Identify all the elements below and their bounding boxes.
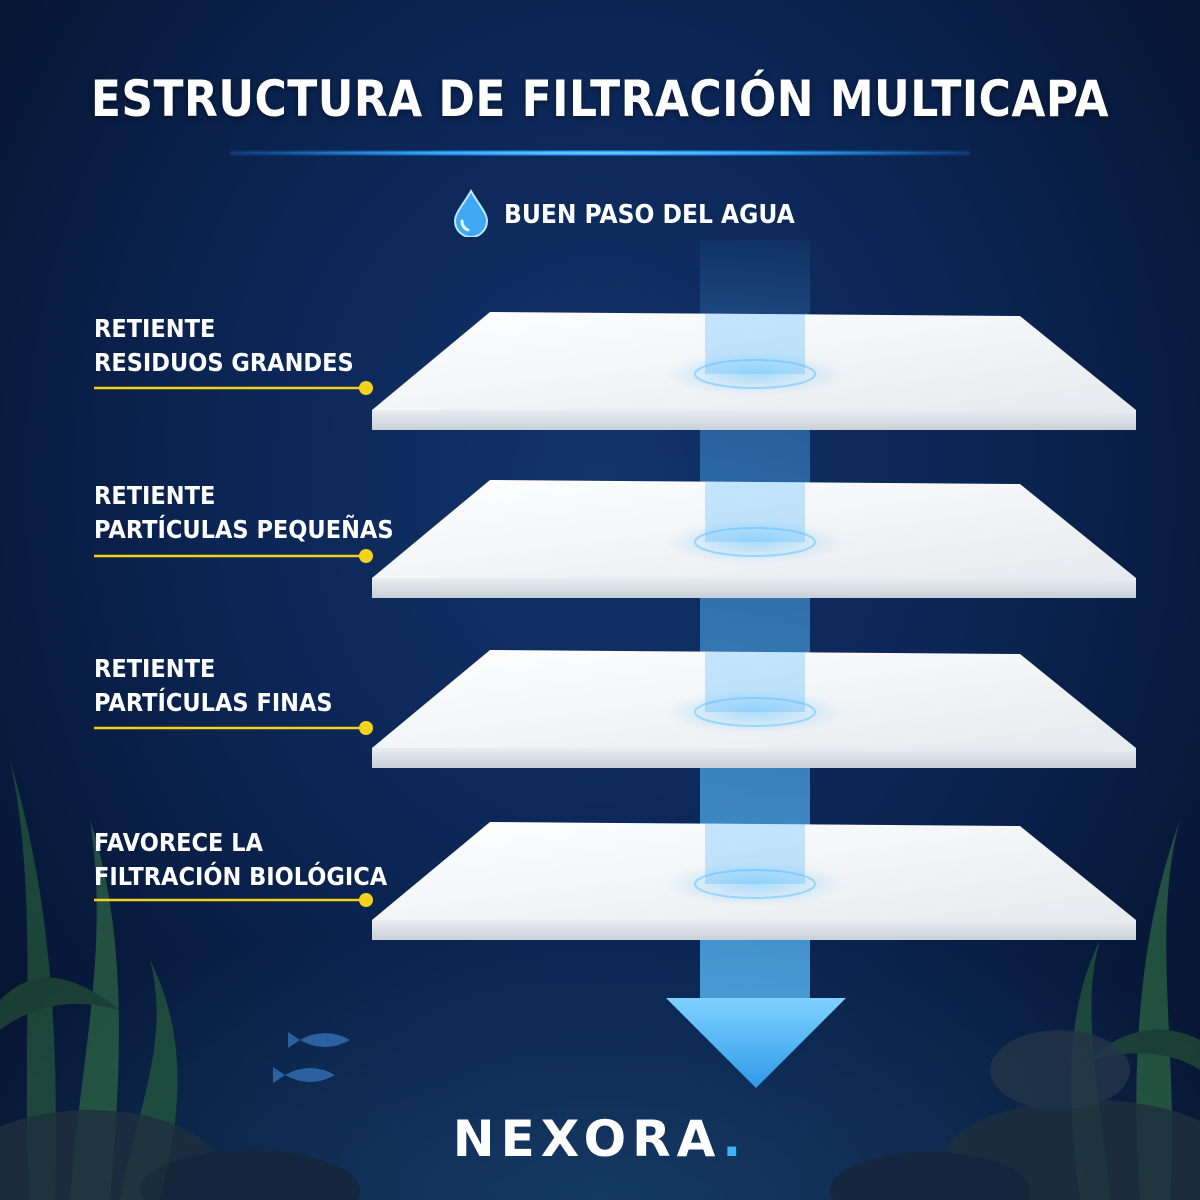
filter-pad-2 bbox=[372, 480, 1136, 598]
layer-label-1-line1: RETIENTE bbox=[94, 314, 216, 343]
flow-arrow-icon bbox=[666, 998, 846, 1088]
filter-pad-3 bbox=[372, 650, 1136, 768]
brand-name: NEXORA bbox=[452, 1110, 723, 1168]
water-flow-text: BUEN PASO DEL AGUA bbox=[504, 200, 795, 230]
layer-label-3: RETIENTE PARTÍCULAS FINAS bbox=[94, 652, 333, 720]
layer-label-2-line2: PARTÍCULAS PEQUEÑAS bbox=[94, 515, 394, 544]
water-stream-overlay bbox=[705, 482, 805, 542]
layer-pointers bbox=[94, 381, 373, 907]
layer-label-2-line1: RETIENTE bbox=[94, 481, 216, 510]
layer-label-4-line2: FILTRACIÓN BIOLÓGICA bbox=[94, 862, 388, 891]
layer-label-4-line1: FAVORECE LA bbox=[94, 828, 263, 857]
layer-label-1: RETIENTE RESIDUOS GRANDES bbox=[94, 312, 354, 380]
water-drop-icon bbox=[452, 188, 490, 242]
filter-pad-4 bbox=[372, 822, 1136, 940]
aquarium-plant-left bbox=[0, 760, 178, 1200]
water-flow-label: BUEN PASO DEL AGUA bbox=[452, 188, 827, 242]
page-title: ESTRUCTURA DE FILTRACIÓN MULTICAPA bbox=[90, 70, 1110, 128]
pointer-dot-1 bbox=[359, 381, 373, 395]
water-stream-overlay bbox=[705, 824, 805, 884]
layer-label-1-line2: RESIDUOS GRANDES bbox=[94, 348, 354, 377]
layer-label-3-line2: PARTÍCULAS FINAS bbox=[94, 688, 333, 717]
layer-label-2: RETIENTE PARTÍCULAS PEQUEÑAS bbox=[94, 479, 394, 547]
pointer-dot-4 bbox=[359, 893, 373, 907]
water-stream-overlay bbox=[705, 314, 805, 374]
pointer-dot-2 bbox=[359, 549, 373, 563]
aquarium-rocks bbox=[0, 1030, 1200, 1200]
brand-dot: . bbox=[722, 1110, 748, 1168]
fish-icon bbox=[273, 1032, 350, 1083]
layer-label-4: FAVORECE LA FILTRACIÓN BIOLÓGICA bbox=[94, 826, 387, 894]
title-underline bbox=[230, 150, 970, 156]
layer-label-3-line1: RETIENTE bbox=[94, 654, 216, 683]
water-stream-overlay bbox=[705, 652, 805, 712]
brand-logo: NEXORA. bbox=[0, 1110, 1200, 1168]
filter-pads bbox=[372, 312, 1136, 940]
pointer-dot-3 bbox=[359, 721, 373, 735]
filter-pad-1 bbox=[372, 312, 1136, 430]
